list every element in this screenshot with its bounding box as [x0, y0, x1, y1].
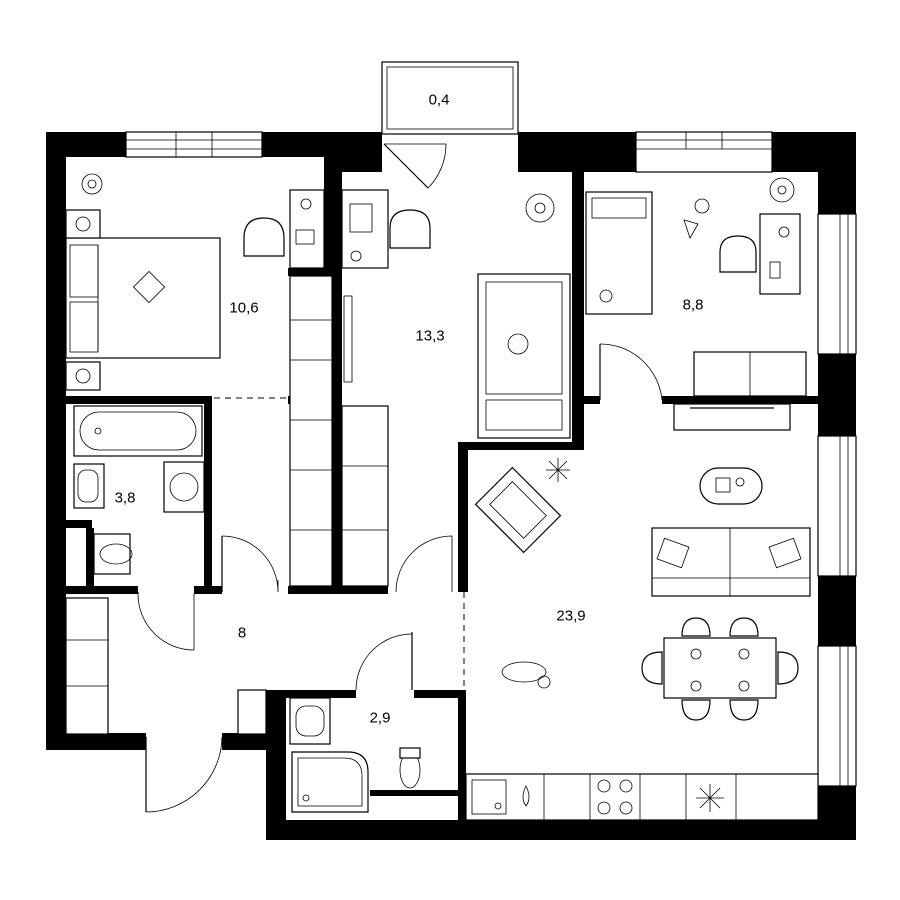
interior-walls: [66, 157, 818, 820]
sofa-bed: [477, 273, 571, 439]
balcony-outline: [381, 61, 519, 135]
kitchen-counter: [465, 773, 819, 821]
wardrobe: [65, 275, 389, 735]
coffee-table: [699, 467, 763, 505]
single-bed: [585, 191, 653, 315]
doors: [137, 143, 663, 813]
washing-machine-icon: [163, 461, 205, 513]
sink-icon: [73, 463, 331, 745]
kids-sofa: [693, 351, 807, 397]
tv-stand: [673, 403, 791, 431]
walls: [46, 132, 856, 840]
balcony-inner: [386, 66, 514, 130]
dining-table: [641, 617, 799, 721]
cat-icon: [501, 661, 551, 689]
bathtub: [73, 405, 203, 457]
shower-tray: [291, 751, 369, 813]
star-decor-icon: [546, 458, 570, 482]
nightstand-icon: [65, 209, 101, 391]
desk-icon: [289, 189, 801, 295]
windows: [125, 131, 857, 787]
toy-icon: [599, 198, 710, 303]
sofa: [651, 527, 811, 597]
bed-double: [65, 237, 221, 359]
toilet-icon: [93, 533, 421, 789]
chair-icon: [243, 209, 757, 273]
armchair: [474, 466, 562, 554]
